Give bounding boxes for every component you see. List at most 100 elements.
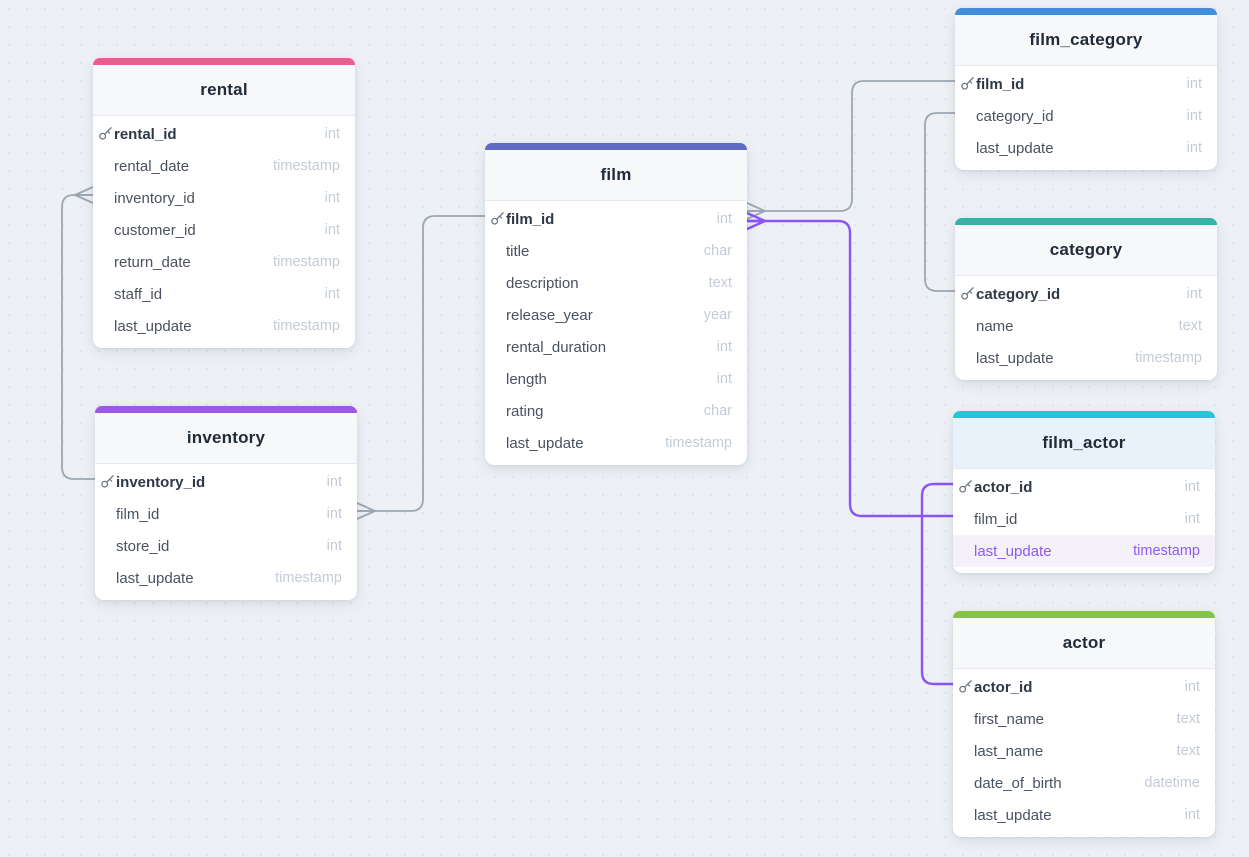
primary-key-icon	[491, 212, 504, 225]
table-row[interactable]: last_update timestamp	[95, 562, 357, 594]
table-row[interactable]: store_id int	[95, 530, 357, 562]
primary-key-icon	[101, 475, 114, 488]
table-row[interactable]: actor_id int	[953, 471, 1215, 503]
table-row[interactable]: rental_duration int	[485, 331, 747, 363]
field-type: int	[1184, 807, 1200, 823]
relationship-film_actor-to-actor[interactable]	[920, 482, 955, 686]
field-name: rental_id	[114, 125, 177, 143]
field-name: film_id	[116, 505, 160, 523]
table-header[interactable]: inventory	[95, 413, 357, 464]
table-row[interactable]: last_update timestamp	[485, 427, 747, 459]
table-card-film[interactable]: film film_id int title char description …	[485, 143, 747, 465]
table-card-inventory[interactable]: inventory inventory_id int film_id int s…	[95, 406, 357, 600]
table-row[interactable]: length int	[485, 363, 747, 395]
table-color-strip	[953, 411, 1215, 418]
table-row[interactable]: inventory_id int	[95, 466, 357, 498]
table-row[interactable]: date_of_birth datetime	[953, 767, 1215, 799]
field-name: staff_id	[114, 285, 163, 303]
field-name: rating	[506, 402, 544, 420]
table-color-strip	[485, 143, 747, 150]
table-row[interactable]: release_year year	[485, 299, 747, 331]
table-row[interactable]: film_id int	[955, 68, 1217, 100]
field-name: store_id	[116, 537, 170, 555]
table-card-film_category[interactable]: film_category film_id int category_id in…	[955, 8, 1217, 170]
field-name: category_id	[976, 107, 1054, 125]
table-header[interactable]: category	[955, 225, 1217, 276]
table-row[interactable]: last_name text	[953, 735, 1215, 767]
crow-foot-inventory-to-film	[356, 502, 376, 520]
table-header[interactable]: film_actor	[953, 418, 1215, 469]
table-header[interactable]: film_category	[955, 15, 1217, 66]
table-field-list: actor_id int film_id int last_update tim…	[953, 469, 1215, 573]
table-row[interactable]: rental_date timestamp	[93, 150, 355, 182]
field-name: date_of_birth	[974, 774, 1062, 792]
table-title: rental	[200, 80, 248, 99]
table-row[interactable]: film_id int	[953, 503, 1215, 535]
table-color-strip	[955, 218, 1217, 225]
field-name: film_id	[976, 75, 1025, 93]
relationship-rental-to-inventory[interactable]	[61, 194, 96, 480]
field-type: datetime	[1144, 775, 1200, 791]
table-row[interactable]: actor_id int	[953, 671, 1215, 703]
table-row[interactable]: last_update timestamp	[953, 535, 1215, 567]
table-row[interactable]: staff_id int	[93, 278, 355, 310]
field-name: return_date	[114, 253, 191, 271]
table-row[interactable]: last_update int	[955, 132, 1217, 164]
table-row[interactable]: first_name text	[953, 703, 1215, 735]
table-row[interactable]: customer_id int	[93, 214, 355, 246]
table-row[interactable]: name text	[955, 310, 1217, 342]
table-card-rental[interactable]: rental rental_id int rental_date timesta…	[93, 58, 355, 348]
table-row[interactable]: description text	[485, 267, 747, 299]
relationship-inventory-to-film[interactable]	[356, 215, 486, 512]
field-type: int	[716, 371, 732, 387]
table-row[interactable]: film_id int	[95, 498, 357, 530]
table-header[interactable]: actor	[953, 618, 1215, 669]
table-row[interactable]: film_id int	[485, 203, 747, 235]
table-row[interactable]: last_update int	[953, 799, 1215, 831]
table-card-film_actor[interactable]: film_actor actor_id int film_id int last…	[953, 411, 1215, 573]
table-row[interactable]: last_update timestamp	[955, 342, 1217, 374]
primary-key-icon	[99, 127, 112, 140]
field-type: timestamp	[273, 158, 340, 174]
table-row[interactable]: return_date timestamp	[93, 246, 355, 278]
field-name: last_update	[976, 139, 1054, 157]
table-row[interactable]: last_update timestamp	[93, 310, 355, 342]
table-row[interactable]: inventory_id int	[93, 182, 355, 214]
table-header[interactable]: rental	[93, 65, 355, 116]
table-row[interactable]: category_id int	[955, 278, 1217, 310]
field-name: name	[976, 317, 1014, 335]
crow-foot-film-to-film_category	[746, 202, 766, 220]
relationship-film-to-film_actor[interactable]	[745, 219, 955, 518]
field-type: timestamp	[273, 254, 340, 270]
field-type: int	[326, 506, 342, 522]
field-name: customer_id	[114, 221, 196, 239]
field-name: inventory_id	[116, 473, 206, 491]
field-name: last_name	[974, 742, 1044, 760]
field-name: title	[506, 242, 530, 260]
field-type: int	[1184, 679, 1200, 695]
field-type: int	[1186, 76, 1202, 92]
table-title: category	[1049, 240, 1123, 259]
relationship-film_category-to-category[interactable]	[924, 112, 956, 292]
field-name: inventory_id	[114, 189, 195, 207]
field-name: first_name	[974, 710, 1045, 728]
field-name: rental_duration	[506, 338, 607, 356]
field-type: int	[324, 286, 340, 302]
table-row[interactable]: rental_id int	[93, 118, 355, 150]
table-card-actor[interactable]: actor actor_id int first_name text last_…	[953, 611, 1215, 837]
primary-key-icon	[961, 287, 974, 300]
table-row[interactable]: title char	[485, 235, 747, 267]
table-header[interactable]: film	[485, 150, 747, 201]
table-field-list: category_id int name text last_update ti…	[955, 276, 1217, 380]
field-type: year	[703, 307, 732, 323]
relationship-film-to-film_category[interactable]	[746, 80, 956, 212]
table-field-list: film_id int category_id int last_update …	[955, 66, 1217, 170]
table-card-category[interactable]: category category_id int name text last_…	[955, 218, 1217, 380]
primary-key-icon	[959, 680, 972, 693]
table-row[interactable]: rating char	[485, 395, 747, 427]
field-name: last_update	[506, 434, 584, 452]
table-field-list: inventory_id int film_id int store_id in…	[95, 464, 357, 600]
table-row[interactable]: category_id int	[955, 100, 1217, 132]
